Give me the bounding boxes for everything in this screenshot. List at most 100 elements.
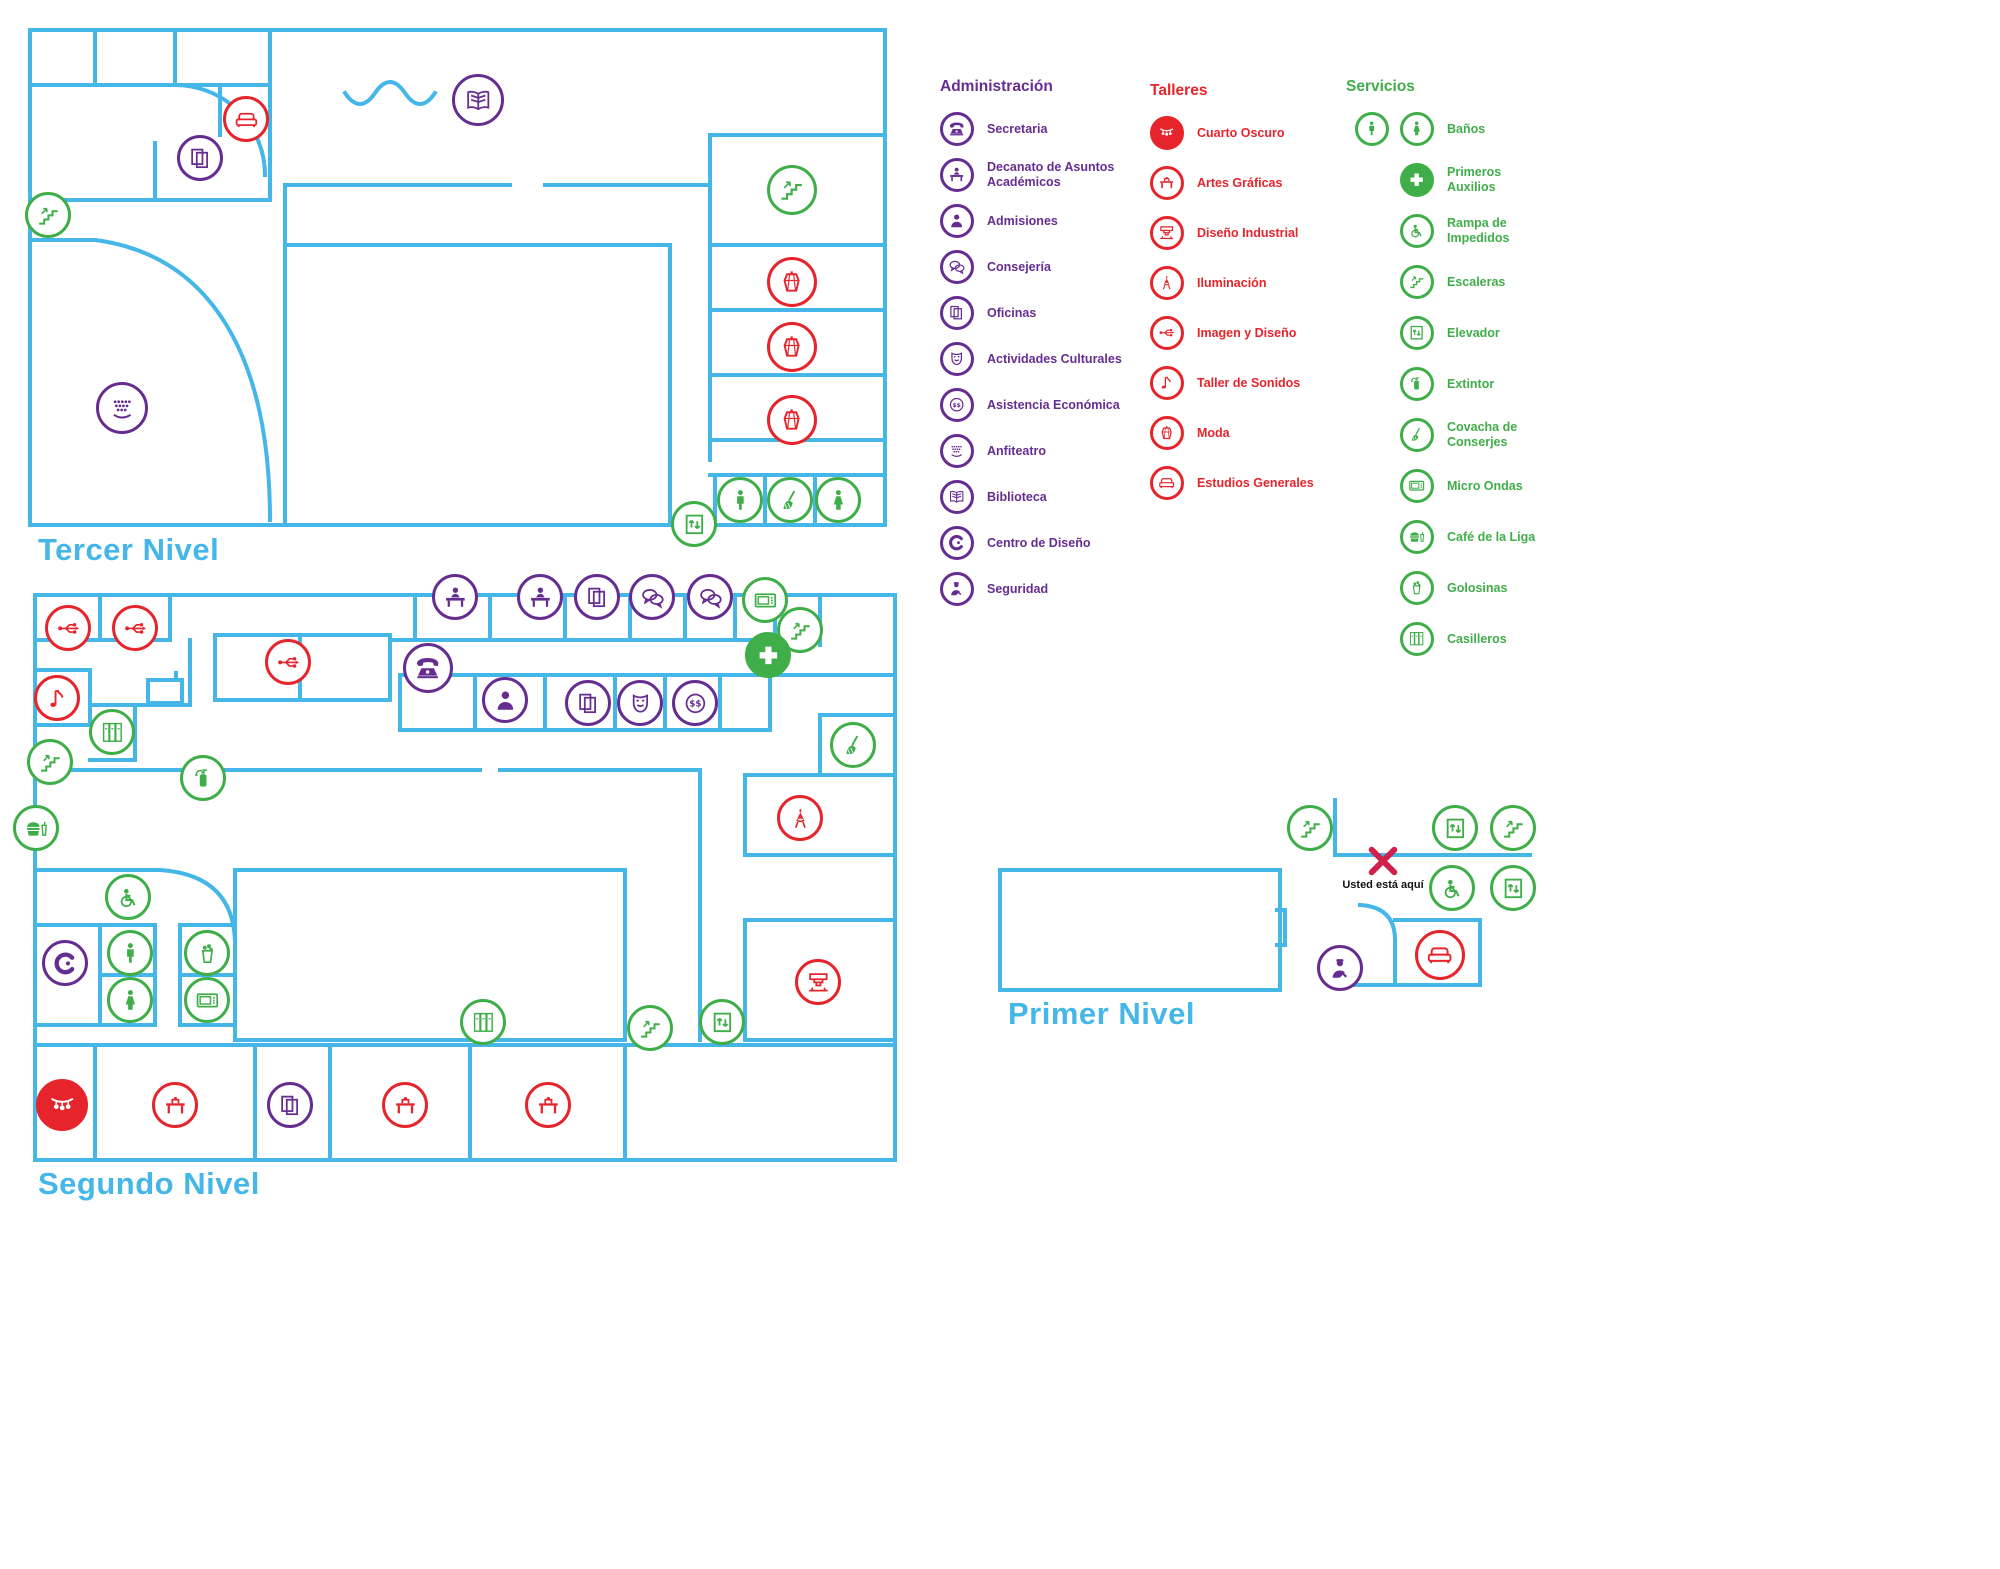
couch-icon [1150, 466, 1184, 500]
legend-item-label: Admisiones [987, 213, 1058, 228]
marker-lockers [89, 709, 135, 755]
marker-security [1317, 945, 1363, 991]
marker-usb [265, 639, 311, 685]
legend-title-servicios: Servicios [1346, 78, 1415, 95]
marker-usb [45, 605, 91, 651]
legend-item-icons [1150, 266, 1184, 300]
marker-lockers [460, 999, 506, 1045]
marker-wheelchair [105, 874, 151, 920]
legend-title-administracion: Administración [940, 78, 1053, 95]
legend-item-label: Consejería [987, 259, 1051, 274]
marker-broom [767, 477, 813, 523]
security-icon [940, 572, 974, 606]
legend-item-label: Café de la Liga [1447, 529, 1536, 544]
marker-restroom-female [815, 477, 861, 523]
legend-item-icons [1150, 416, 1184, 450]
marker-cafe [13, 805, 59, 851]
microwave-icon [1400, 469, 1434, 503]
marker-folders [267, 1082, 313, 1128]
darkroom-icon [1150, 116, 1184, 150]
marker-design-c [42, 940, 88, 986]
legend-item-label: Estudios Generales [1197, 475, 1314, 490]
legend-item-label: Imagen y Diseño [1197, 325, 1297, 340]
legend-item-icons [940, 158, 974, 192]
marker-folders [565, 680, 611, 726]
marker-elevator [699, 999, 745, 1045]
legend-item: Secretaria [940, 112, 1137, 146]
legend-item: Cuarto Oscuro [1150, 116, 1337, 150]
legend-item: Centro de Diseño [940, 526, 1137, 560]
marker-restroom-female [107, 977, 153, 1023]
legend-item: Oficinas [940, 296, 1137, 330]
desk-person-icon [940, 158, 974, 192]
restroom-male-icon [1355, 112, 1389, 146]
legend-item-icons [1346, 520, 1434, 554]
marker-person [482, 677, 528, 723]
legend-item-label: Seguridad [987, 581, 1049, 596]
legend-item-icons [1346, 214, 1434, 248]
music-icon [1150, 366, 1184, 400]
phone-icon [940, 112, 974, 146]
marker-money [672, 680, 718, 726]
legend-item: Diseño Industrial [1150, 216, 1337, 250]
marker-moda [767, 322, 817, 372]
marker-broom [830, 722, 876, 768]
legend-item: Seguridad [940, 572, 1137, 606]
industrial-icon [1150, 216, 1184, 250]
legend-item-icons [940, 296, 974, 330]
legend-item-icons [1150, 466, 1184, 500]
legend-item-icons [1346, 163, 1434, 197]
marker-industrial [795, 959, 841, 1005]
primer-nivel-label: Primer Nivel [1008, 996, 1195, 1031]
usb-icon [1150, 316, 1184, 350]
marker-stairs [627, 1005, 673, 1051]
marker-moda [767, 395, 817, 445]
legend-item: Asistencia Económica [940, 388, 1137, 422]
legend-item-icons [1346, 571, 1434, 605]
marker-elevator [1490, 865, 1536, 911]
legend-item-label: Primeros Auxilios [1447, 165, 1502, 194]
marker-restroom-male [717, 477, 763, 523]
primer-nivel-floorplan [998, 798, 1532, 992]
legend-item-icons [940, 526, 974, 560]
marker-masks [617, 680, 663, 726]
design-c-icon [940, 526, 974, 560]
legend-item-icons [940, 342, 974, 376]
legend-item-label: Centro de Diseño [987, 535, 1091, 550]
marker-desk-person [432, 574, 478, 620]
legend-item-icons [940, 204, 974, 238]
marker-phone [403, 643, 453, 693]
amphitheater-icon [940, 434, 974, 468]
marker-elevator [1432, 805, 1478, 851]
cafe-icon [1400, 520, 1434, 554]
you-are-here-x-icon [1366, 844, 1400, 878]
legend-item-label: Secretaria [987, 121, 1048, 136]
legend-item-label: Asistencia Económica [987, 397, 1120, 412]
legend-item: Decanato de Asuntos Académicos [940, 158, 1137, 192]
legend-item-label: Baños [1447, 121, 1486, 136]
moda-icon [1150, 416, 1184, 450]
legend-item: Imagen y Diseño [1150, 316, 1337, 350]
marker-graphics [382, 1082, 428, 1128]
legend-item: Artes Gráficas [1150, 166, 1337, 200]
legend-item-label: Diseño Industrial [1197, 225, 1299, 240]
legend-item-label: Micro Ondas [1447, 478, 1523, 493]
legend-item-icons [1346, 367, 1434, 401]
legend-item: Extintor [1346, 367, 1547, 401]
marker-microwave [184, 977, 230, 1023]
legend-item: Rampa de Impedidos [1346, 214, 1547, 248]
masks-icon [940, 342, 974, 376]
legend-item-label: Golosinas [1447, 580, 1508, 595]
legend-item-icons [940, 572, 974, 606]
legend-item-icons [940, 480, 974, 514]
marker-firstaid [745, 632, 791, 678]
legend-item-icons [1150, 116, 1184, 150]
marker-couch [1415, 930, 1465, 980]
marker-amphitheater [96, 382, 148, 434]
segundo-nivel-label: Segundo Nivel [38, 1166, 260, 1201]
legend-item-icons [1346, 622, 1434, 656]
legend-item-icons [1346, 418, 1434, 452]
legend-item: Taller de Sonidos [1150, 366, 1337, 400]
